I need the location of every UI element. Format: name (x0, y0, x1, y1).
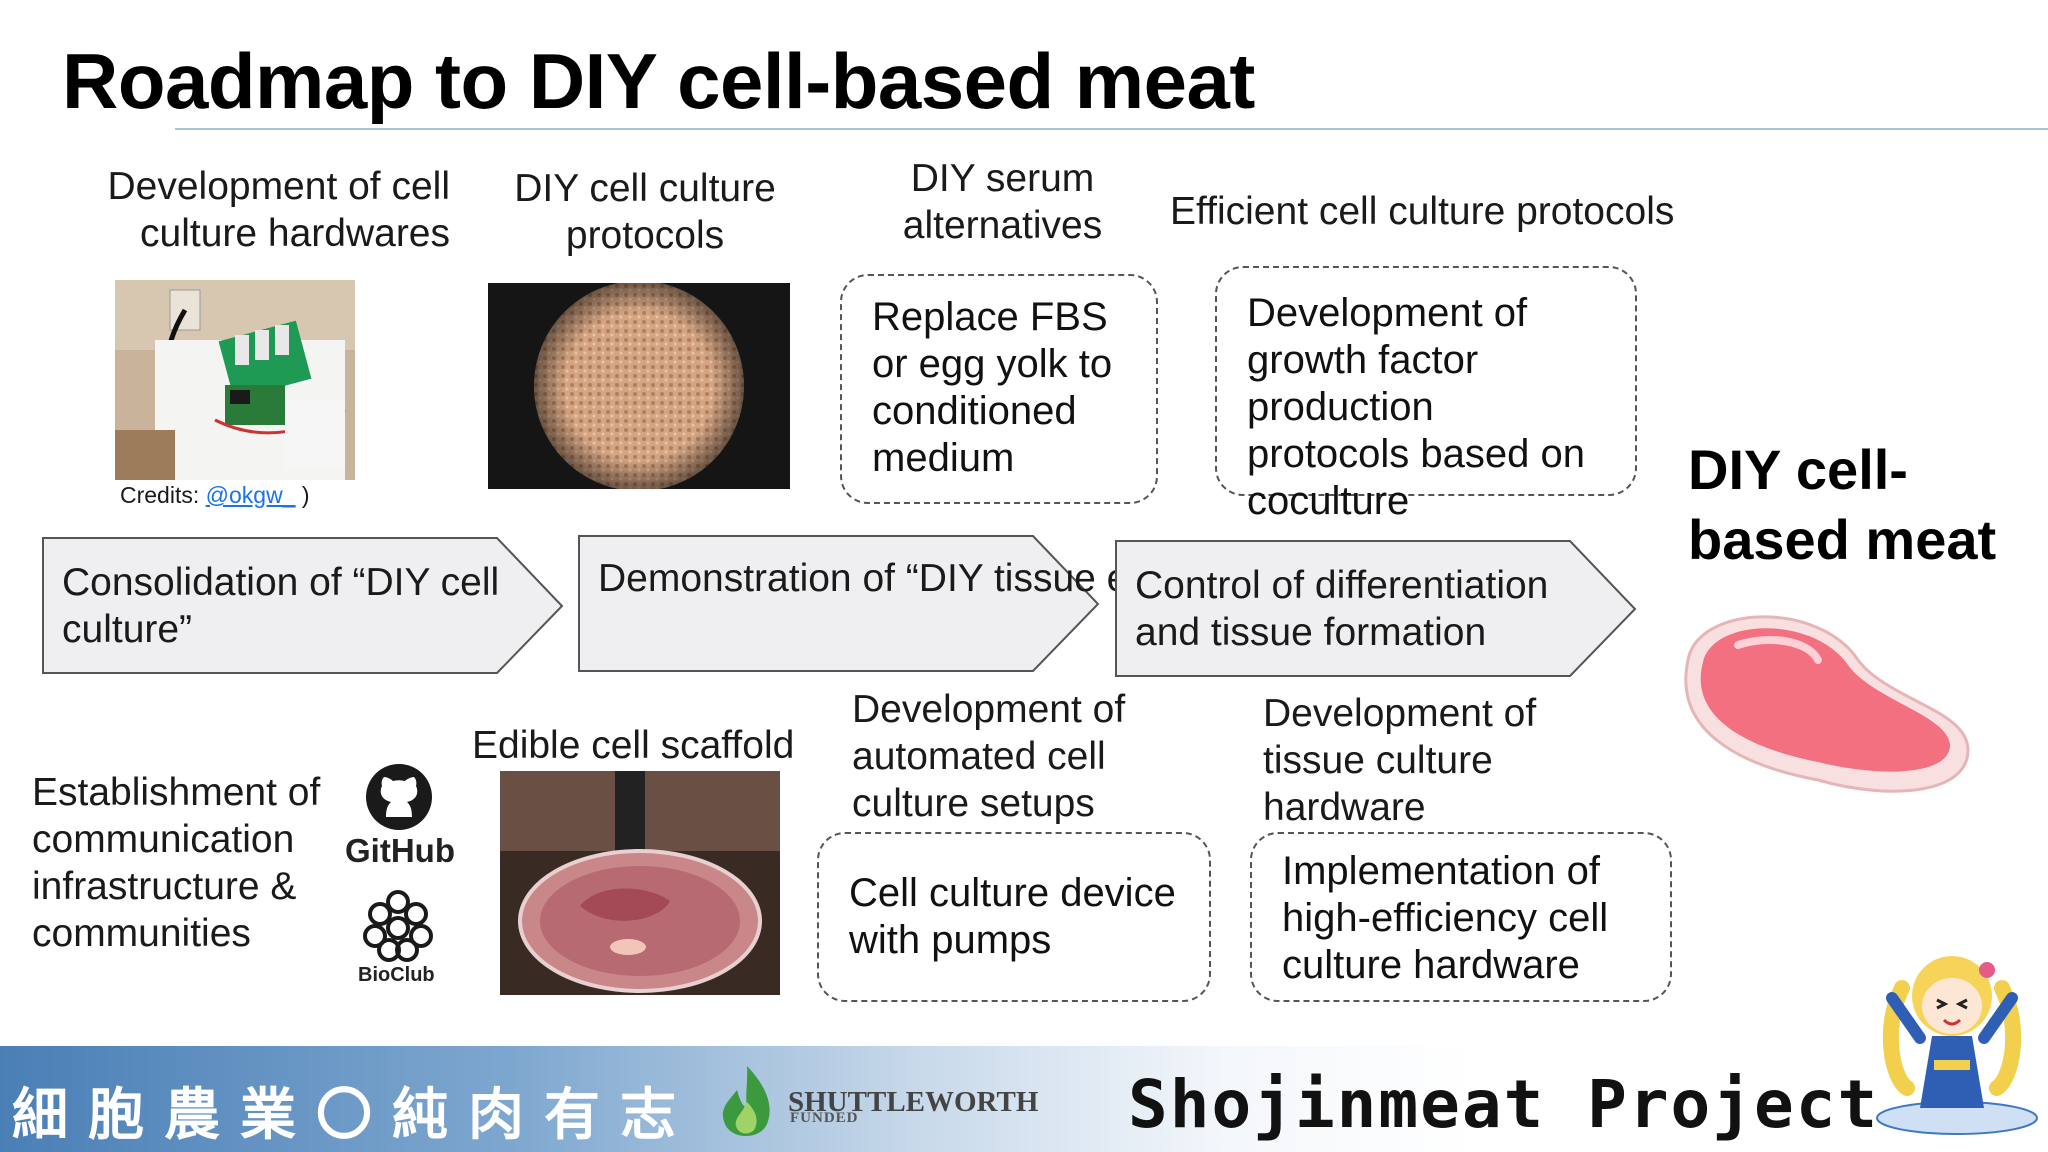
label-infrastructure: Establishment of communication infrastru… (32, 769, 352, 957)
arrow-step-2: Demonstration of “DIY tissue engineering… (578, 535, 1100, 673)
label-edible-scaffold: Edible cell scaffold (472, 722, 794, 769)
shuttleworth-flame-icon (712, 1062, 782, 1142)
credits-suffix: ) (295, 482, 309, 508)
arrow-step-3: Control of differentiation and tissue fo… (1115, 540, 1637, 678)
title-divider (175, 128, 2048, 130)
final-goal-label: DIY cell-based meat (1688, 435, 2018, 575)
slide-title: Roadmap to DIY cell-based meat (62, 36, 1255, 127)
box-replace-fbs: Replace FBS or egg yolk to conditioned m… (840, 274, 1158, 504)
sponsor-subtitle: FUNDED (790, 1110, 859, 1127)
github-icon (364, 762, 434, 832)
label-automated-setups: Development of automated cell culture se… (852, 686, 1172, 827)
label-efficient-protocols: Efficient cell culture protocols (1170, 188, 1710, 235)
meat-icon (1668, 600, 1980, 800)
footer-cjk-text: 細胞農業〇純肉有志 (12, 1070, 696, 1151)
hardware-photo (115, 280, 355, 480)
arrow-step-1: Consolidation of “DIY cell culture” (42, 537, 564, 675)
scaffold-photo (500, 771, 780, 995)
mascot-character-icon (1862, 938, 2040, 1138)
credits-prefix: Credits: (120, 482, 206, 508)
microscope-photo (488, 283, 790, 489)
credits-link[interactable]: @okgw_ (206, 482, 296, 508)
arrow-step-1-label: Consolidation of “DIY cell culture” (62, 559, 564, 653)
label-diy-protocols: DIY cell culture protocols (490, 165, 800, 259)
box-high-efficiency: Implementation of high-efficiency cell c… (1250, 832, 1672, 1002)
arrow-step-3-label: Control of differentiation and tissue fo… (1135, 562, 1575, 656)
label-tissue-hardware: Development of tissue culture hardware (1263, 690, 1603, 831)
photo-credits: Credits: @okgw_ ) (120, 482, 310, 509)
label-serum-alternatives: DIY serum alternatives (870, 155, 1135, 249)
github-logo-text: GitHub (345, 832, 455, 870)
project-name: Shojinmeat Project (1128, 1066, 1879, 1143)
bioclub-logo-text: BioClub (358, 964, 435, 987)
bioclub-icon (355, 890, 441, 966)
label-hardware-development: Development of cell culture hardwares (95, 163, 450, 257)
box-growth-factor: Development of growth factor production … (1215, 266, 1637, 496)
box-pumps: Cell culture device with pumps (817, 832, 1211, 1002)
